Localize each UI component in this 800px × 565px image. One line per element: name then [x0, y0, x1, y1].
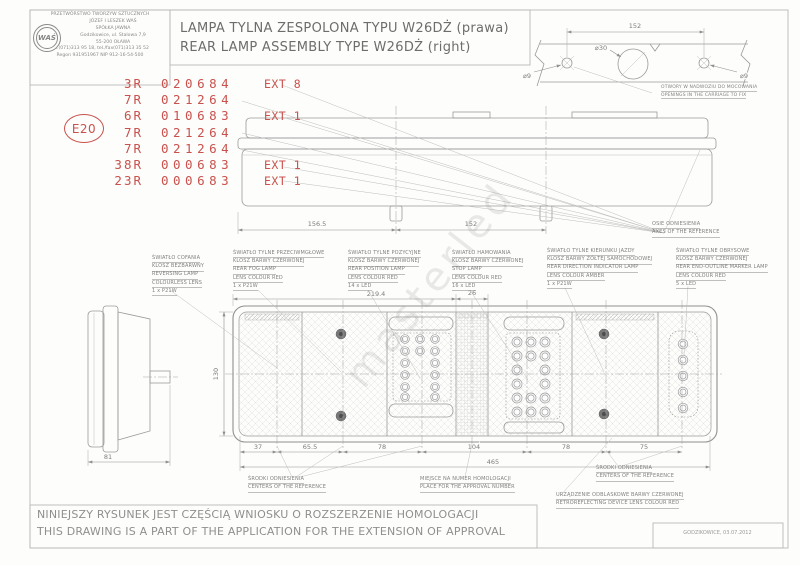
approval-row: 6R 010683 EXT 1 — [123, 108, 302, 124]
statement-pl: NINIEJSZY RYSUNEK JEST CZĘŚCIĄ WNIOSKU O… — [37, 508, 479, 521]
approval-codes: 3R 020684 EXT 8 7R 021264 6R 010683 EXT … — [103, 76, 301, 189]
annotation-reversing: ŚWIATŁO COFANIA KLOSZ BEZBARWNY REVERSIN… — [152, 255, 205, 297]
reference-axis-leaders — [241, 84, 701, 234]
company-line: Regon 931951967 NIP 912-16-54-500 — [56, 53, 144, 59]
approval-row: 7R 021264 — [123, 92, 234, 108]
approval-row: 38R 000683 EXT 1 — [114, 156, 302, 172]
end-view-dim: 81 — [104, 453, 112, 461]
screw-icons — [335, 328, 610, 422]
end-view: 81 — [87, 305, 178, 466]
bottom-dim-3: 104 — [468, 443, 480, 451]
statement-en: THIS DRAWING IS A PART OF THE APPLICATIO… — [37, 524, 506, 538]
side-dim-left: 156.5 — [308, 220, 327, 228]
annotation-leaders — [169, 285, 689, 497]
approval-row: 7R 021264 — [123, 140, 234, 156]
company-line: JÓZEF I LESZEK WAŚ — [89, 18, 137, 24]
annotation-marker: ŚWIATŁO TYLNE OBRYSOWE KLOSZ BARWY CZERW… — [676, 248, 768, 290]
dia9-left-label: ⌀9 — [523, 72, 531, 80]
company-line: Godzikowice, ul. Stalowa 7,9 — [80, 32, 146, 38]
company-line: PRZETWÓRSTWO TWORZYW SZTUCZNYCH — [50, 12, 150, 17]
front-view: 219.4 26 130 37 65.5 78 104 78 75 465 — [169, 285, 722, 497]
annotation-indicator: ŚWIATŁO TYLNE KIERUNKU JAZDY KLOSZ BARWY… — [547, 248, 653, 290]
centers-right-note: ŚRODKI ODNIESIENIA CENTERS OF THE REFERE… — [596, 465, 675, 482]
annotation-position: ŚWIATŁO TYLNE POZYCYJNE KLOSZ BARWY CZER… — [348, 250, 421, 292]
centers-left-note: ŚRODKI ODNIESIENIA CENTERS OF THE REFERE… — [248, 476, 327, 493]
e-mark-badge: E20 — [64, 114, 104, 143]
bottom-dim-0: 37 — [254, 443, 262, 451]
approval-row: 23R 000683 EXT 1 — [114, 173, 302, 189]
position-lamp-panel — [388, 316, 454, 418]
mounting-hole-detail: 152 ⌀30 ⌀9 ⌀9 — [522, 21, 751, 94]
hole-dim: 152 — [629, 22, 641, 30]
side-profile-view: 156.5 152 — [237, 84, 717, 234]
side-dim-right: 152 — [465, 220, 477, 228]
bottom-dim-2: 78 — [378, 443, 386, 451]
front-dim-height: 130 — [212, 368, 220, 380]
sheet-frame — [29, 9, 789, 549]
dia30-label: ⌀30 — [595, 44, 607, 52]
title-pl: LAMPA TYLNA ZESPOLONA TYPU W26DŻ (prawa) — [180, 21, 509, 36]
bottom-dim-4: 78 — [562, 443, 570, 451]
annotation-fog: ŚWIATŁO TYLNE PRZECIWMGŁOWE KLOSZ BARWY … — [233, 250, 325, 292]
hole-note: OTWORY W NADWOZIU DO MOCOWANIA OPENINGS … — [661, 85, 758, 100]
annotation-stop: ŚWIATŁO HAMOWANIA KLOSZ BARWY CZERWONEJ … — [452, 250, 524, 292]
company-block: PRZETWÓRSTWO TWORZYW SZTUCZNYCH JÓZEF I … — [30, 12, 170, 60]
axes-note: OSIE ODNIESIENIA AXES OF THE REFERENCE — [652, 221, 720, 238]
retroreflector-note: URZĄDZENIE ODBLASKOWE BARWY CZERWONEJ RE… — [556, 492, 684, 509]
front-dim-total: 465 — [487, 458, 499, 466]
company-line: tel.(071)313 95 18, tel./fax(071)313 35 … — [51, 46, 149, 52]
stop-leds — [511, 336, 551, 418]
stop-lamp-panel — [503, 316, 565, 434]
approval-row: 7R 021264 — [123, 124, 234, 140]
position-leds — [400, 334, 440, 402]
company-logo: WAŚ — [33, 24, 61, 52]
title-en: REAR LAMP ASSEMBLY TYPE W26DŻ (right) — [180, 39, 471, 55]
company-line: SPÓŁKA JAWNA — [95, 25, 131, 31]
drawing-title: LAMPA TYLNA ZESPOLONA TYPU W26DŻ (prawa)… — [180, 20, 525, 58]
marker-lamp-panel — [668, 330, 699, 418]
front-dim-width: 219.4 — [367, 290, 386, 298]
e-mark-text: E20 — [71, 121, 97, 136]
bottom-dim-5: 75 — [640, 443, 648, 451]
company-line: 55-200 OŁAWA — [95, 39, 131, 45]
company-logo-text: WAŚ — [36, 27, 58, 49]
mounting-stud — [389, 205, 403, 222]
dia9-right-label: ⌀9 — [740, 72, 748, 80]
approval-statement: NINIEJSZY RYSUNEK JEST CZĘŚCIĄ WNIOSKU O… — [37, 507, 505, 540]
bottom-dim-1: 65.5 — [303, 443, 317, 451]
approval-row: 3R 020684 EXT 8 — [123, 76, 302, 91]
place-date: GODZIKOWICE, 03.07.2012 — [683, 530, 752, 536]
approval-place-note: MIEJSCE NA NUMER HOMOLOGACJI PLACE FOR T… — [420, 476, 515, 493]
